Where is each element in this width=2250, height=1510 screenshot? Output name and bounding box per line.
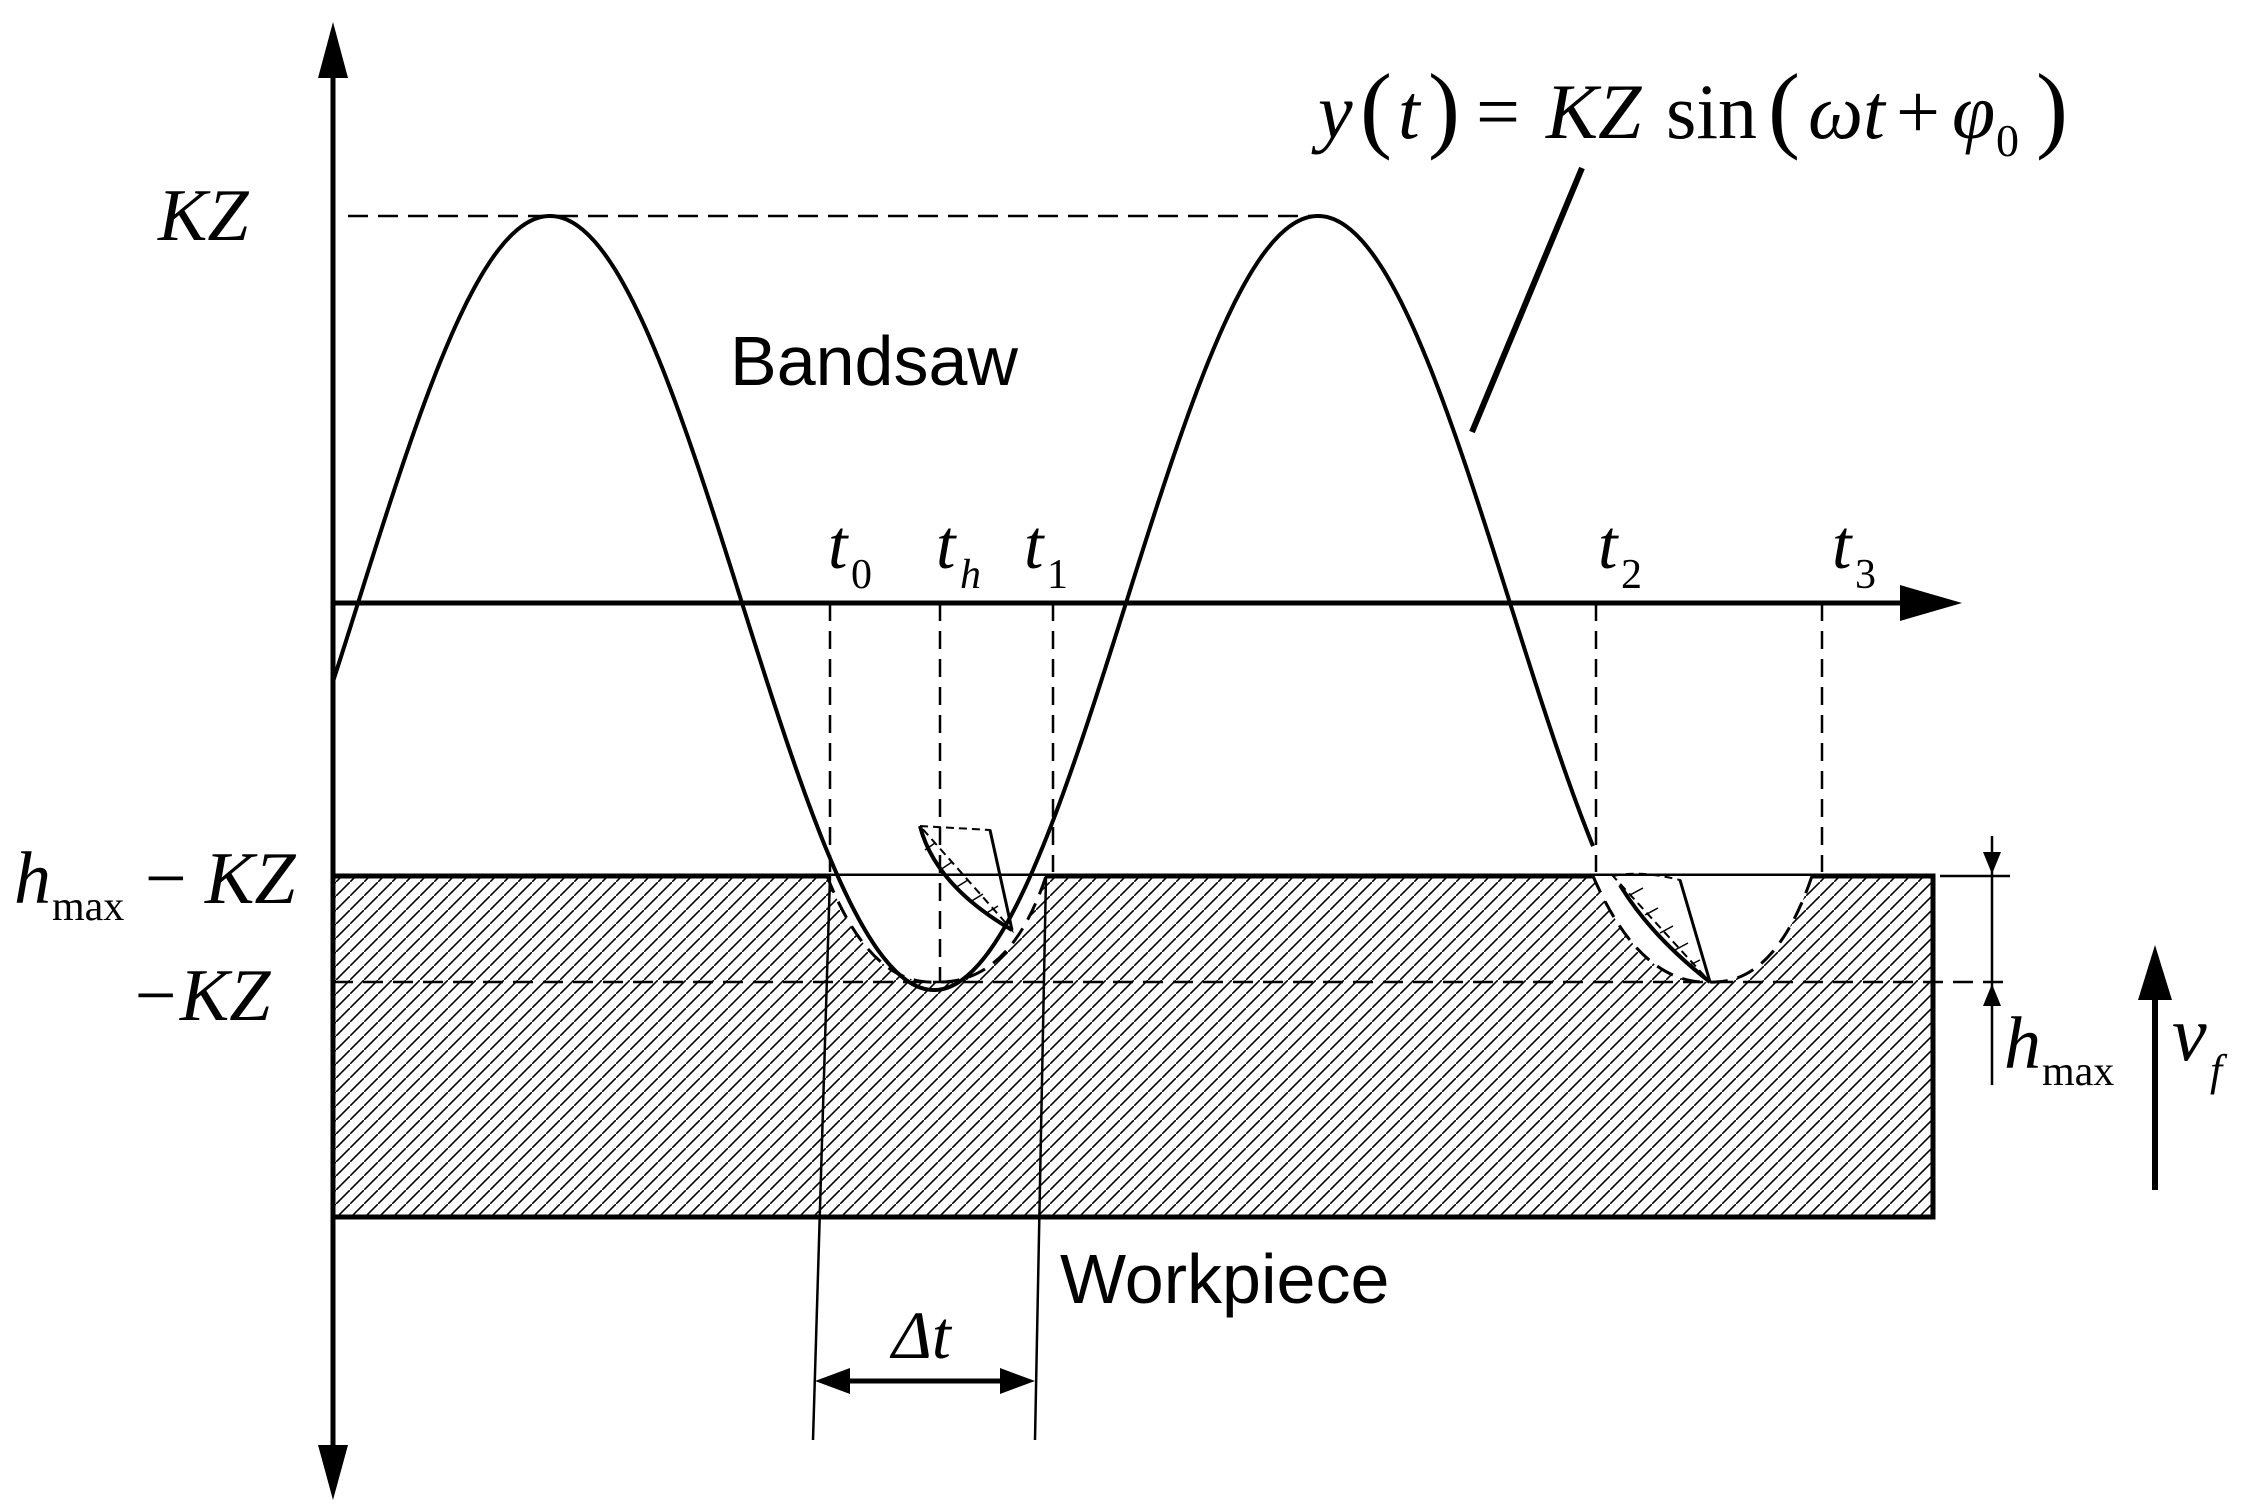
vf-label: v: [2172, 990, 2207, 1077]
hmax-arrow-down: [1983, 852, 2001, 874]
svg-text:(: (: [1768, 54, 1800, 161]
bandsaw-label: Bandsaw: [730, 322, 1018, 400]
hmax-label-h: h: [14, 838, 51, 920]
y-axis-arrow-up: [318, 22, 348, 78]
t0-label: t: [828, 507, 849, 584]
y-axis-arrow-down: [318, 1445, 348, 1500]
equation-kz: KZ: [1545, 68, 1643, 155]
t2-label: t: [1598, 507, 1619, 584]
delta-t-extension-left: [811, 875, 832, 1441]
t-axis-arrow: [1900, 585, 1962, 621]
hmax-right-sub: max: [2042, 1049, 2114, 1095]
workpiece-label: Workpiece: [1060, 1240, 1389, 1318]
t2-sub: 2: [1621, 552, 1642, 598]
svg-text:): ): [1428, 54, 1460, 161]
sine-curve: [331, 214, 1595, 992]
delta-t-arrow-right: [1000, 1368, 1035, 1394]
t3-label: t: [1832, 507, 1853, 584]
hmax-label-minus: −: [145, 838, 187, 920]
equation-equals: =: [1476, 68, 1520, 155]
t1-sub: 1: [1047, 552, 1068, 598]
saw-tooth-2: [1611, 872, 1712, 984]
minus-kz-label: −KZ: [130, 955, 271, 1037]
equation-t: t: [1398, 68, 1422, 155]
hmax-right-h: h: [2004, 1003, 2041, 1085]
vf-sub: f: [2210, 1046, 2228, 1095]
hmax-arrow-up: [1983, 984, 2001, 1006]
cut-arc-1: [825, 875, 1048, 984]
delta-t-label: Δt: [889, 1297, 953, 1373]
equation-plus: +: [1896, 68, 1940, 155]
equation: y ( t ) = KZ sin ( ωt + φ 0 ): [1311, 54, 2068, 166]
hmax-label-sub: max: [52, 884, 124, 930]
equation-phi: φ: [1952, 68, 1995, 155]
cut-region-2: [1593, 876, 1812, 983]
equation-leader-line: [1469, 166, 1585, 434]
equation-y: y: [1311, 68, 1353, 155]
svg-text:): ): [2036, 54, 2068, 161]
svg-text:(: (: [1360, 54, 1392, 161]
delta-t-extension-right: [1033, 875, 1048, 1441]
svg-text:y: y: [1311, 68, 1353, 155]
svg-text:t: t: [1398, 68, 1422, 155]
t0-sub: 0: [851, 552, 872, 598]
t1-label: t: [1024, 507, 1045, 584]
th-label: t: [936, 507, 957, 584]
kz-label: KZ: [157, 175, 249, 257]
equation-omega-t: ωt: [1808, 68, 1887, 155]
hmax-label-kz: KZ: [204, 838, 296, 920]
t3-sub: 3: [1855, 552, 1876, 598]
feed-velocity-arrow-head: [2138, 945, 2172, 1000]
saw-tooth-1: [917, 824, 1014, 934]
th-sub: h: [960, 552, 981, 598]
equation-sin: sin: [1666, 68, 1757, 155]
delta-t-arrow-left: [815, 1368, 850, 1394]
equation-phi-sub: 0: [1996, 115, 2019, 166]
